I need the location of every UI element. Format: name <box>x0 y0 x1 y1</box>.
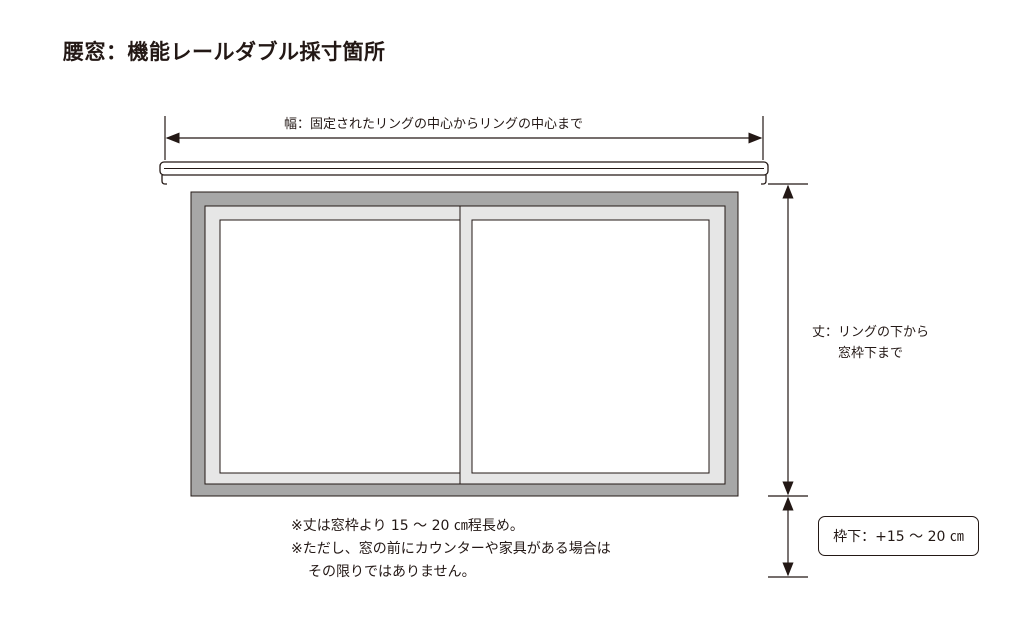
height-label: 丈：リングの下から 窓枠下まで <box>812 322 929 364</box>
page-title: 腰窓：機能レールダブル採寸箇所 <box>63 40 386 64</box>
rail-end-cap-left <box>161 175 167 185</box>
height-dimension <box>768 183 808 497</box>
window-pane-left <box>219 219 461 474</box>
width-label: 幅：固定されたリングの中心からリングの中心まで <box>284 117 584 132</box>
window-pane-right <box>471 219 710 474</box>
window <box>190 191 739 497</box>
height-label-line2: 窓枠下まで <box>838 346 904 361</box>
curtain-rail <box>159 161 769 185</box>
extension-badge: 枠下：+15 ～ 20 ㎝ <box>818 516 979 556</box>
width-dimension <box>164 116 764 160</box>
height-label-line1: 丈：リングの下から <box>812 325 930 340</box>
note-line-2: ※ただし、窓の前にカウンターや家具がある場合は <box>291 541 611 557</box>
rail-end-cap-right <box>761 175 767 185</box>
note-line-1: ※丈は窓枠より 15 ～ 20 ㎝程長め。 <box>291 518 524 534</box>
extension-dimension <box>768 496 808 578</box>
note-line-3: その限りではありません。 <box>308 564 476 580</box>
notes: ※丈は窓枠より 15 ～ 20 ㎝程長め。 ※ただし、窓の前にカウンターや家具が… <box>291 515 611 584</box>
